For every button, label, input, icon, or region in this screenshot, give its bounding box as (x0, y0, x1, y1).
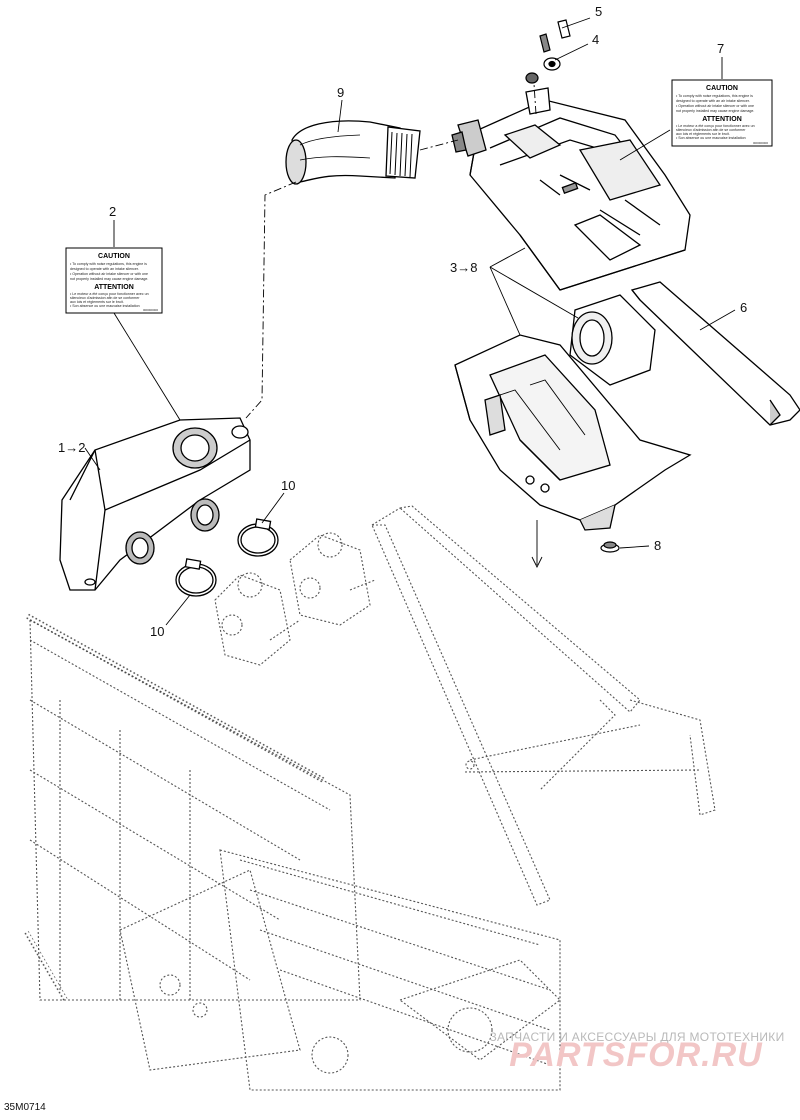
decal-large-text-7: aux lois et règlements sur le bruit. (70, 300, 124, 304)
callout-4: 4 (592, 32, 599, 47)
decal-small-text-3: • Operation without air intake silencer … (676, 104, 754, 108)
drain-plug (600, 541, 620, 553)
decal-small-code: 000000000 (753, 141, 768, 145)
intake-hose (285, 120, 421, 185)
watermark-logo: PARTSFOR.RU (509, 1036, 763, 1074)
callout-3-to-8: 3→8 (450, 260, 477, 275)
hose-clamp (237, 518, 279, 557)
chassis-rail-lower (23, 930, 68, 1002)
decal-small-text-5: • Le moteur a été conçu pour fonctionner… (676, 124, 755, 128)
leader-lines (84, 17, 736, 626)
decal-large-text-4: not properly installed may cause engine … (70, 277, 148, 281)
watermark-tagline: ЗАПЧАСТИ И АКСЕССУАРЫ ДЛЯ МОТОТЕХНИКИ (489, 1030, 785, 1044)
decal-small-text-8: • Son absence ou une mauvaise installati… (676, 136, 746, 140)
decal-small-text-7: aux lois et règlements sur le bruit. (676, 132, 730, 136)
decal-large-text-8: • Son absence ou une mauvaise installati… (70, 304, 140, 308)
assembly-connectors (245, 83, 537, 419)
decal-large-text-1: • To comply with noise regulations, this… (70, 262, 147, 266)
chassis-tunnel (29, 619, 561, 1091)
caution-decal-small: CAUTION • To comply with noise regulatio… (671, 79, 773, 147)
carburetor-adaptor-box (59, 417, 251, 591)
silencer-base (454, 334, 692, 531)
silencer-cover (451, 87, 691, 291)
decal-large-code: 000000000 (143, 308, 158, 312)
steering-support-frame (371, 505, 716, 906)
hose-clamp (175, 558, 217, 597)
decal-small-text-4: not properly installed may cause engine … (676, 109, 754, 113)
decal-small-text-1: • To comply with noise regulations, this… (676, 94, 753, 98)
chassis-rail (25, 613, 326, 784)
callout-5: 5 (595, 4, 602, 19)
callout-9: 9 (337, 85, 344, 100)
decal-large-text-6: silencieux d'admission afin de se confor… (70, 296, 140, 300)
decal-small-text-6: silencieux d'admission afin de se confor… (676, 128, 746, 132)
carburetors (214, 532, 376, 666)
figure-code: 35M0714 (4, 1102, 46, 1113)
callout-2: 2 (109, 204, 116, 219)
decal-large-text-2: designed to operate with an intake silen… (70, 267, 139, 271)
decal-small-title-attention: ATTENTION (702, 116, 742, 123)
callout-1-to-2: 1→2 (58, 440, 85, 455)
hose-fitting (539, 19, 571, 53)
grommet (525, 57, 561, 84)
decal-large-text-3: • Operation without air intake silencer … (70, 272, 148, 276)
air-filter-foam (630, 281, 800, 426)
caution-decal-large: CAUTION • To comply with noise regulatio… (65, 247, 163, 314)
callout-7: 7 (717, 41, 724, 56)
decal-large-text-5: • Le moteur a été conçu pour fonctionner… (70, 292, 149, 296)
decal-large-title-attention: ATTENTION (94, 284, 134, 291)
callout-10-upper: 10 (281, 478, 295, 493)
callout-6: 6 (740, 300, 747, 315)
callout-10-lower: 10 (150, 624, 164, 639)
decal-large-title-caution: CAUTION (98, 253, 130, 260)
callout-8: 8 (654, 538, 661, 553)
decal-small-text-2: designed to operate with an air intake s… (676, 99, 750, 103)
decal-small-title-caution: CAUTION (706, 85, 738, 92)
silencer-tube (569, 294, 656, 386)
